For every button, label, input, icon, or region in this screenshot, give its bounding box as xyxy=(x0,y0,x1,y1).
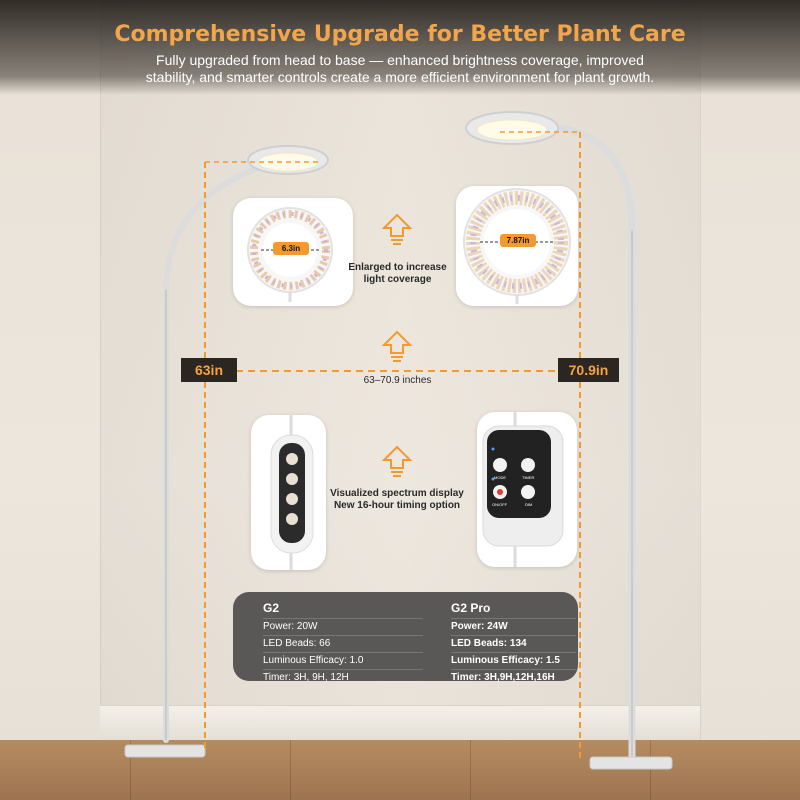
wall-panel-edge xyxy=(700,0,701,760)
right-lamp-base xyxy=(589,756,673,770)
subtitle-line: stability, and smarter controls create a… xyxy=(145,69,655,85)
g2-spec-column: G2 Power: 20W LED Beads: 66 Luminous Eff… xyxy=(263,598,423,686)
spec-row: Power: 24W xyxy=(451,618,576,635)
spec-row: Timer: 3H, 9H, 12H xyxy=(263,669,423,686)
upgrade-arrow-icon xyxy=(381,330,413,362)
spec-comparison-table: G2 Power: 20W LED Beads: 66 Luminous Eff… xyxy=(233,592,578,683)
upgrade-arrow-icon xyxy=(381,213,413,245)
mode-label: MODE xyxy=(494,475,506,480)
header-banner: Comprehensive Upgrade for Better Plant C… xyxy=(0,0,800,95)
page-title: Comprehensive Upgrade for Better Plant C… xyxy=(114,22,686,47)
height-range-label: 63–70.9 inches xyxy=(363,375,432,386)
wall-panel-edge xyxy=(100,0,101,760)
page-subtitle: Fully upgraded from head to base — enhan… xyxy=(40,52,760,86)
spec-row: Timer: 3H,9H,12H,16H xyxy=(451,669,576,686)
spec-row: LED Beads: 134 xyxy=(451,635,576,652)
left-lamp-base xyxy=(124,744,206,758)
timer-label: TIMER xyxy=(522,475,535,480)
small-diameter-label: 6.3in xyxy=(273,242,309,255)
ring-upgrade-caption: Enlarged to increase light coverage xyxy=(330,262,465,286)
dim-label: DIM xyxy=(525,502,533,507)
spec-row: Power: 20W xyxy=(263,618,423,635)
g2-model-name: G2 xyxy=(263,601,280,615)
large-ring-card: 7.87in xyxy=(456,186,578,306)
left-lamp-pole xyxy=(163,165,261,743)
caption-line: Visualized spectrum display xyxy=(330,488,464,499)
g2pro-controller-card: MODE TIMER ON/OFF DIM xyxy=(477,412,577,567)
g2pro-model-name: G2 Pro xyxy=(451,601,491,615)
floor-plank-line xyxy=(470,740,471,800)
subtitle-line: Fully upgraded from head to base — enhan… xyxy=(156,52,644,68)
onoff-label: ON/OFF xyxy=(492,502,508,507)
floor-plank-line xyxy=(650,740,651,800)
floor-plank-line xyxy=(130,740,131,800)
spec-row: Luminous Efficacy: 1.5 xyxy=(451,652,576,669)
caption-line: light coverage xyxy=(363,274,432,285)
large-diameter-label: 7.87in xyxy=(500,234,536,247)
controller-upgrade-caption: Visualized spectrum display New 16-hour … xyxy=(324,488,470,512)
upgrade-arrow-icon xyxy=(381,445,413,477)
g2pro-spec-column: G2 Pro Power: 24W LED Beads: 134 Luminou… xyxy=(451,598,576,686)
small-ring-card: 6.3in xyxy=(233,198,353,306)
g2pro-controller-icon xyxy=(482,412,564,567)
left-height-tag: 63in xyxy=(181,358,237,382)
caption-line: New 16-hour timing option xyxy=(333,500,461,511)
right-height-tag: 70.9in xyxy=(558,358,619,382)
spec-row: LED Beads: 66 xyxy=(263,635,423,652)
floor-plank-line xyxy=(290,740,291,800)
caption-line: Enlarged to increase xyxy=(348,262,447,273)
g2-controller-icon xyxy=(270,415,314,570)
baseboard xyxy=(100,705,700,741)
spec-row: Luminous Efficacy: 1.0 xyxy=(263,652,423,669)
g2-controller-card xyxy=(251,415,326,570)
